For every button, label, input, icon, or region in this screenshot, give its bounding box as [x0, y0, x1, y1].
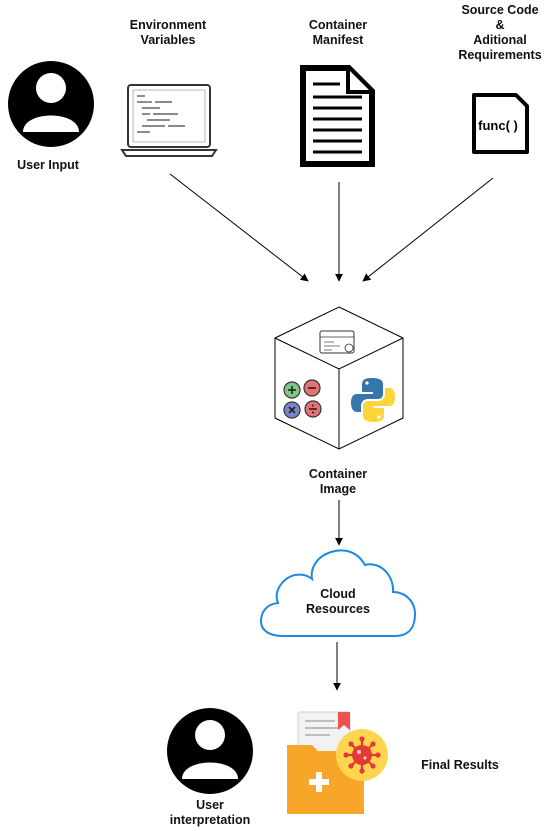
- user-interpretation-avatar-icon: [167, 708, 253, 794]
- cloud-resources-label: Cloud Resources: [306, 587, 370, 616]
- terminal-window-icon: [319, 330, 355, 354]
- container-image-label: Container Image: [308, 467, 368, 496]
- laptop-code-icon: [120, 84, 218, 157]
- final-results-label: Final Results: [421, 758, 499, 772]
- function-file-icon: func( ): [472, 93, 529, 154]
- cloud-icon: [259, 549, 417, 637]
- user-input-label: User Input: [17, 158, 79, 172]
- arrow-source-to-container: [362, 177, 494, 282]
- document-icon: [300, 65, 375, 167]
- python-logo-icon: [351, 378, 395, 422]
- container-cube-icon: [274, 306, 404, 450]
- source-code-label: Source Code & Aditional Requirements: [458, 3, 542, 62]
- func-label: func( ): [478, 118, 518, 133]
- virus-icon: [336, 729, 388, 781]
- arrow-env-to-container: [169, 173, 309, 282]
- user-interpretation-label: User interpretation: [169, 798, 251, 827]
- environment-variables-label: Environment Variables: [129, 18, 207, 47]
- user-input-avatar-icon: [8, 61, 94, 147]
- container-manifest-label: Container Manifest: [308, 18, 368, 47]
- calculator-operations-icon: [283, 379, 322, 419]
- medical-folder-virus-icon: [287, 711, 388, 814]
